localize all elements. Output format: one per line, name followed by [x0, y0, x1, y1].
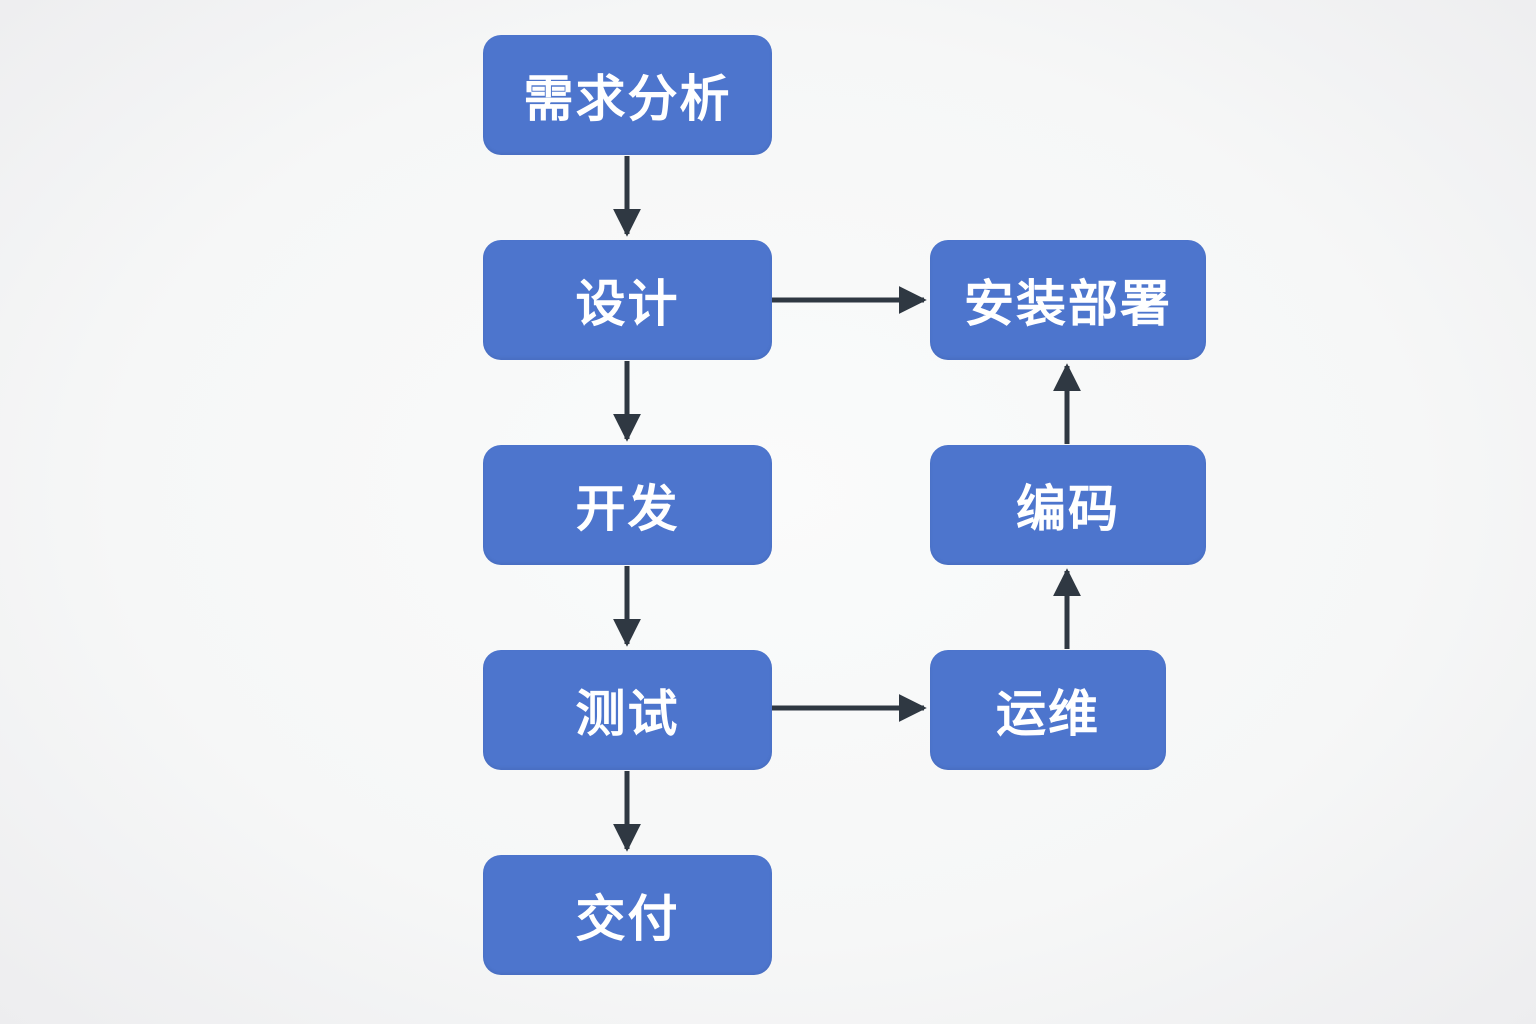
node-label: 编码 — [1016, 481, 1120, 537]
node-operations: 运维 — [930, 650, 1166, 770]
node-label: 需求分析 — [523, 71, 732, 127]
node-development: 开发 — [483, 445, 772, 565]
node-label: 交付 — [575, 891, 680, 947]
node-design: 设计 — [483, 240, 772, 360]
node-coding: 编码 — [930, 445, 1206, 565]
node-label: 测试 — [575, 686, 680, 742]
node-label: 安装部署 — [964, 276, 1172, 332]
node-label: 运维 — [996, 686, 1100, 742]
node-requirements-analysis: 需求分析 — [483, 35, 772, 155]
node-testing: 测试 — [483, 650, 772, 770]
node-delivery: 交付 — [483, 855, 772, 975]
node-label: 设计 — [575, 276, 680, 332]
node-installation-deployment: 安装部署 — [930, 240, 1206, 360]
node-label: 开发 — [575, 481, 680, 537]
